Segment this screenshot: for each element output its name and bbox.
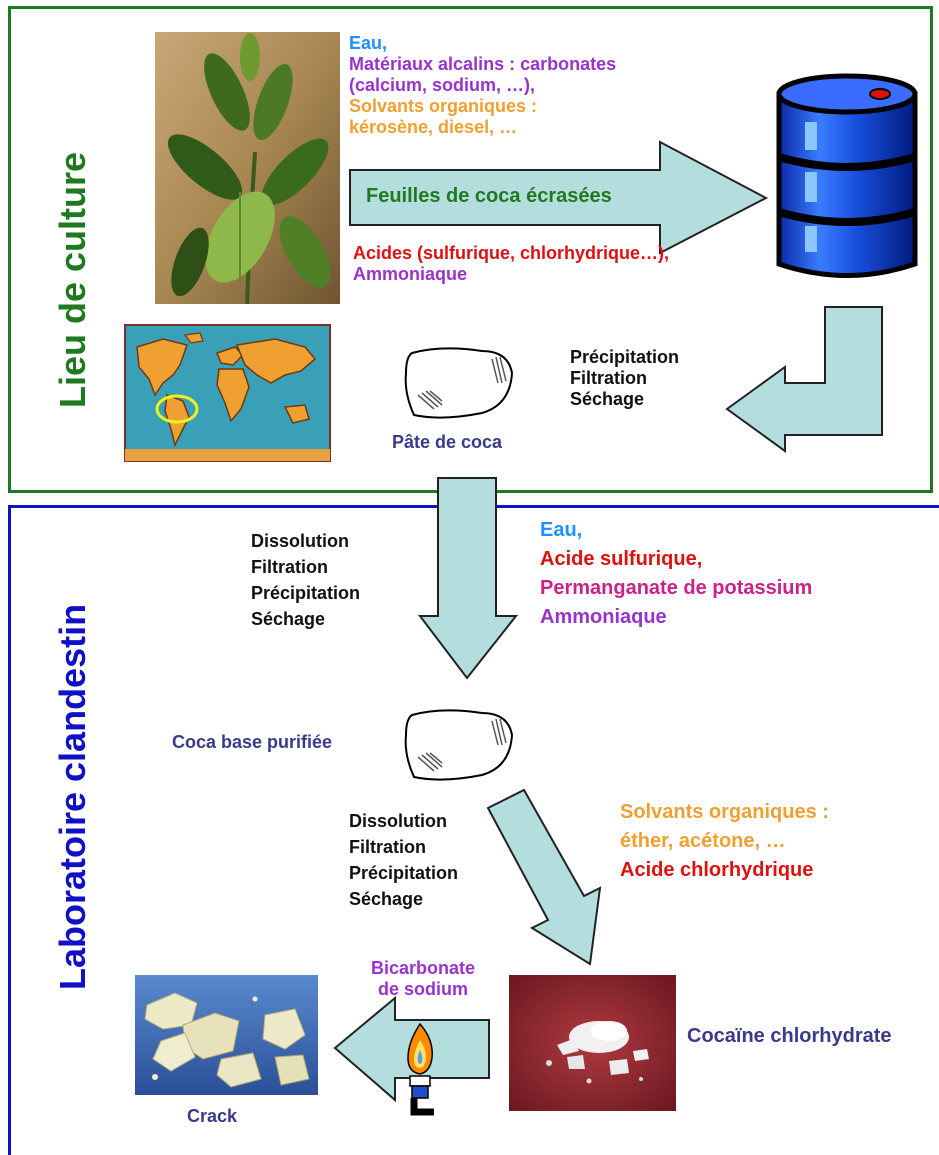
down-arrow: [417, 477, 519, 680]
lab-section-title: Laboratoire clandestin: [52, 603, 93, 990]
base-label: Coca base purifiée: [172, 732, 333, 752]
mid-ammonia: Ammoniaque: [540, 606, 667, 628]
step2-precipitation: Précipitation: [251, 583, 361, 603]
paste-lump-icon: [404, 347, 514, 419]
step3-drying: Séchage: [349, 889, 424, 909]
mid-water: Eau,: [540, 519, 583, 541]
reagents-mid: Eau, Acide sulfurique, Permanganate de p…: [540, 516, 812, 632]
bicarbonate-label: Bicarbonate de sodium: [363, 958, 483, 1000]
elbow-arrow: [725, 306, 883, 453]
reagent-water: Eau,: [349, 33, 388, 53]
crack-label: Crack: [187, 1106, 238, 1126]
mid-sulfuric-acid: Acide sulfurique,: [540, 548, 703, 570]
diagonal-arrow: [486, 788, 602, 966]
step3-dissolution: Dissolution: [349, 811, 447, 831]
bottom-solvents: Solvants organiques :: [620, 801, 829, 823]
step3-filtration: Filtration: [349, 837, 426, 857]
bicarbonate-line1: Bicarbonate: [370, 958, 476, 978]
step1-drying: Séchage: [570, 389, 645, 409]
acid-list: Acides (sulfurique, chlorhydrique…),: [353, 243, 670, 263]
reagent-alkaline: Matériaux alcalins : carbonates: [349, 54, 617, 74]
step3-precipitation: Précipitation: [349, 863, 459, 883]
cocaine-label: Cocaïne chlorhydrate: [687, 1025, 892, 1047]
reagent-solvents-detail: kérosène, diesel, …: [349, 117, 518, 137]
crack-image: [135, 975, 318, 1095]
burner-icon: [407, 1022, 434, 1116]
mid-permanganate: Permanganate de potassium: [540, 577, 813, 599]
step2-drying: Séchage: [251, 609, 326, 629]
barrel-icon: [776, 73, 918, 278]
cocaine-image: [509, 975, 676, 1111]
acids-top: Acides (sulfurique, chlorhydrique…), Amm…: [353, 243, 669, 285]
world-map-image: [124, 324, 331, 462]
bottom-solvents-detail: éther, acétone, …: [620, 830, 786, 852]
step1-list: Précipitation Filtration Séchage: [570, 347, 679, 410]
step2-list: Dissolution Filtration Précipitation Séc…: [251, 528, 360, 632]
reagent-alkaline-detail: (calcium, sodium, …),: [349, 75, 536, 95]
step1-filtration: Filtration: [570, 368, 647, 388]
reagents-top: Eau, Matériaux alcalins : carbonates (ca…: [349, 33, 616, 138]
main-right-arrow: [349, 140, 769, 255]
step2-dissolution: Dissolution: [251, 531, 349, 551]
reagent-solvents: Solvants organiques :: [349, 96, 538, 116]
culture-section-title: Lieu de culture: [52, 151, 93, 408]
paste-label: Pâte de coca: [392, 432, 503, 452]
step1-precipitation: Précipitation: [570, 347, 680, 367]
base-lump-icon: [404, 709, 514, 781]
main-arrow-label: Feuilles de coca écrasées: [366, 185, 612, 207]
bottom-hcl: Acide chlorhydrique: [620, 859, 814, 881]
coca-plant-image: [155, 32, 340, 305]
ammonia: Ammoniaque: [353, 264, 468, 284]
step3-list: Dissolution Filtration Précipitation Séc…: [349, 808, 458, 912]
reagents-bottom: Solvants organiques : éther, acétone, … …: [620, 798, 829, 885]
step2-filtration: Filtration: [251, 557, 328, 577]
bicarbonate-line2: de sodium: [377, 979, 468, 999]
